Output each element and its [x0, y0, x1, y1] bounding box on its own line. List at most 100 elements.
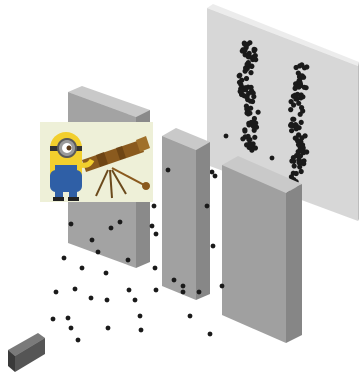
screen-particle: [299, 120, 304, 125]
screen-particle: [300, 142, 305, 147]
flight-particle: [127, 288, 132, 293]
flight-particle: [154, 232, 159, 237]
screen-particle: [238, 89, 243, 94]
flight-particle: [172, 278, 177, 283]
screen-particle: [224, 134, 229, 139]
barrier-right-side: [286, 184, 302, 343]
flight-particle: [90, 238, 95, 243]
screen-particle: [248, 143, 253, 148]
flight-particle: [126, 258, 131, 263]
flight-particle: [205, 204, 210, 209]
flight-particle: [181, 284, 186, 289]
flight-particle: [109, 226, 114, 231]
flight-particle: [211, 244, 216, 249]
screen-particle: [294, 171, 299, 176]
flight-particle: [104, 271, 109, 276]
flight-particle: [220, 284, 225, 289]
flight-particle: [80, 266, 85, 271]
screen-particle: [249, 64, 254, 69]
flight-particle: [89, 296, 94, 301]
screen-particle: [299, 148, 304, 153]
flight-particle: [166, 168, 171, 173]
screen-particle: [244, 104, 249, 109]
screen-particle: [288, 123, 293, 128]
screen-particle: [242, 93, 247, 98]
screen-particle: [299, 169, 304, 174]
screen-particle: [292, 163, 297, 168]
flight-particle: [152, 204, 157, 209]
flight-particle: [69, 222, 74, 227]
screen-particle: [299, 135, 304, 140]
screen-particle: [291, 117, 296, 122]
flight-particle: [153, 266, 158, 271]
flight-particle: [197, 290, 202, 295]
screen-particle: [239, 78, 244, 83]
screen-particle: [294, 65, 299, 70]
screen-particle: [304, 64, 309, 69]
flight-particle: [139, 328, 144, 333]
screen-particle: [245, 62, 250, 67]
particle-emitter-icon: [8, 333, 45, 372]
flight-particle: [213, 174, 218, 179]
flight-particle: [150, 224, 155, 229]
screen-particle: [289, 99, 294, 104]
screen-particle: [248, 70, 253, 75]
flight-particle: [208, 332, 213, 337]
screen-particle: [210, 170, 215, 175]
screen-particle: [249, 85, 254, 90]
screen-particle: [270, 156, 275, 161]
screen-particle: [244, 76, 249, 81]
barrier-middle-front: [162, 136, 196, 300]
screen-particle: [246, 111, 251, 116]
flight-particle: [54, 290, 59, 295]
flight-particle: [133, 298, 138, 303]
screen-particle: [297, 164, 302, 169]
screen-particle: [297, 125, 302, 130]
flight-particle: [73, 287, 78, 292]
screen-particle: [243, 85, 248, 90]
screen-particle: [238, 82, 243, 87]
screen-particle: [242, 47, 247, 52]
screen-particle: [247, 137, 252, 142]
flight-particle: [62, 256, 67, 261]
screen-particle: [299, 92, 304, 97]
screen-particle: [289, 128, 294, 133]
screen-particle: [302, 85, 307, 90]
flight-particle: [106, 326, 111, 331]
screen-particle: [299, 105, 304, 110]
screen-particle: [293, 84, 298, 89]
flight-particle: [76, 338, 81, 343]
flight-particle: [96, 250, 101, 255]
screen-particle: [291, 159, 296, 164]
flight-particle: [118, 220, 123, 225]
screen-particle: [292, 93, 297, 98]
flight-particle: [181, 290, 186, 295]
barrier-right: [222, 156, 302, 343]
screen-particle: [252, 47, 257, 52]
minion-with-telescope-icon: [40, 122, 153, 202]
screen-particle: [288, 107, 293, 112]
flight-particle: [138, 314, 143, 319]
screen-particle: [245, 42, 250, 47]
flight-particle: [66, 316, 71, 321]
screen-particle: [242, 128, 247, 133]
screen-particle: [253, 57, 258, 62]
screen-particle: [301, 75, 306, 80]
flight-particle: [188, 314, 193, 319]
screen-particle: [240, 136, 245, 141]
screen-particle: [243, 69, 248, 74]
flight-particle: [69, 326, 74, 331]
screen-particle: [246, 54, 251, 59]
screen-particle: [251, 124, 256, 129]
flight-particle: [51, 317, 56, 322]
barrier-middle: [162, 128, 210, 300]
flight-particle: [105, 298, 110, 303]
screen-particle: [298, 153, 303, 158]
screen-particle: [252, 135, 257, 140]
screen-particle: [298, 112, 303, 117]
screen-particle: [250, 99, 255, 104]
barrier-middle-side: [196, 142, 210, 300]
screen-particle: [256, 110, 261, 115]
